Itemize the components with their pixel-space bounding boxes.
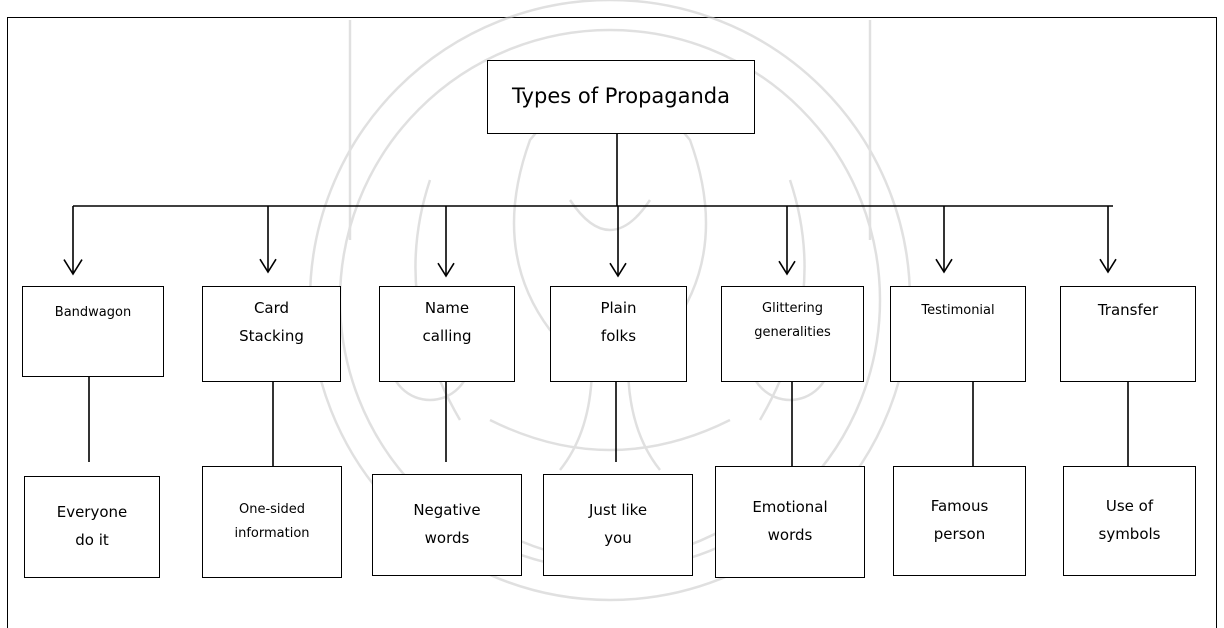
description-node-card-stacking: One-sided information bbox=[202, 466, 342, 578]
type-node-transfer: Transfer bbox=[1060, 286, 1196, 382]
type-node-name-calling: Name calling bbox=[379, 286, 515, 382]
root-label: Types of Propaganda bbox=[512, 84, 730, 109]
description-node-plain-folks: Just like you bbox=[543, 474, 693, 576]
arrow-head-0 bbox=[63, 259, 83, 276]
arrow-head-5 bbox=[935, 258, 953, 274]
type-node-glittering-generalities: Glittering generalities bbox=[721, 286, 864, 382]
description-node-glittering-generalities: Emotional words bbox=[715, 466, 865, 578]
description-node-testimonial: Famous person bbox=[893, 466, 1026, 576]
arrow-head-2 bbox=[437, 262, 455, 278]
description-node-transfer: Use of symbols bbox=[1063, 466, 1196, 576]
description-node-bandwagon: Everyone do it bbox=[24, 476, 160, 578]
type-node-testimonial: Testimonial bbox=[890, 286, 1026, 382]
type-node-bandwagon: Bandwagon bbox=[22, 286, 164, 377]
arrow-head-1 bbox=[259, 258, 277, 274]
type-node-card-stacking: Card Stacking bbox=[202, 286, 341, 382]
root-node: Types of Propaganda bbox=[487, 60, 755, 134]
type-node-plain-folks: Plain folks bbox=[550, 286, 687, 382]
arrow-head-4 bbox=[778, 260, 796, 276]
description-node-name-calling: Negative words bbox=[372, 474, 522, 576]
arrow-head-6 bbox=[1099, 258, 1117, 274]
arrow-head-3 bbox=[609, 262, 627, 278]
